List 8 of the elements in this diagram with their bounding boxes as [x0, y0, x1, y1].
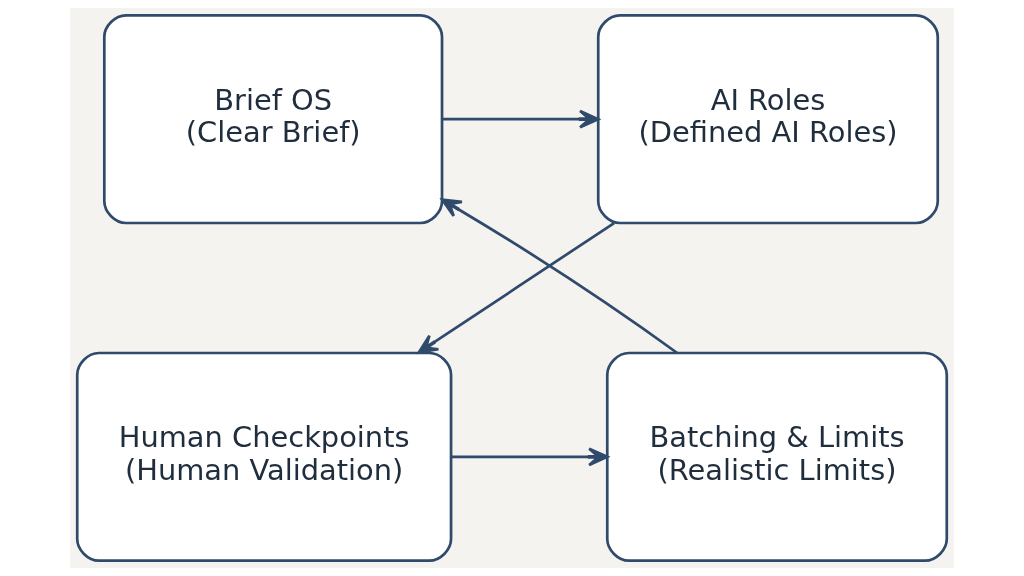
node-box: Batching & Limits (Realistic Limits) — [605, 351, 949, 563]
arrow — [440, 198, 678, 354]
node-box: Human Checkpoints (Human Validation) — [75, 351, 453, 563]
arrow — [442, 109, 600, 129]
node-box: Brief OS (Clear Brief) — [102, 13, 444, 225]
node-box: AI Roles (Defined AI Roles) — [596, 13, 940, 225]
arrow — [417, 221, 615, 354]
arrow — [451, 447, 609, 467]
